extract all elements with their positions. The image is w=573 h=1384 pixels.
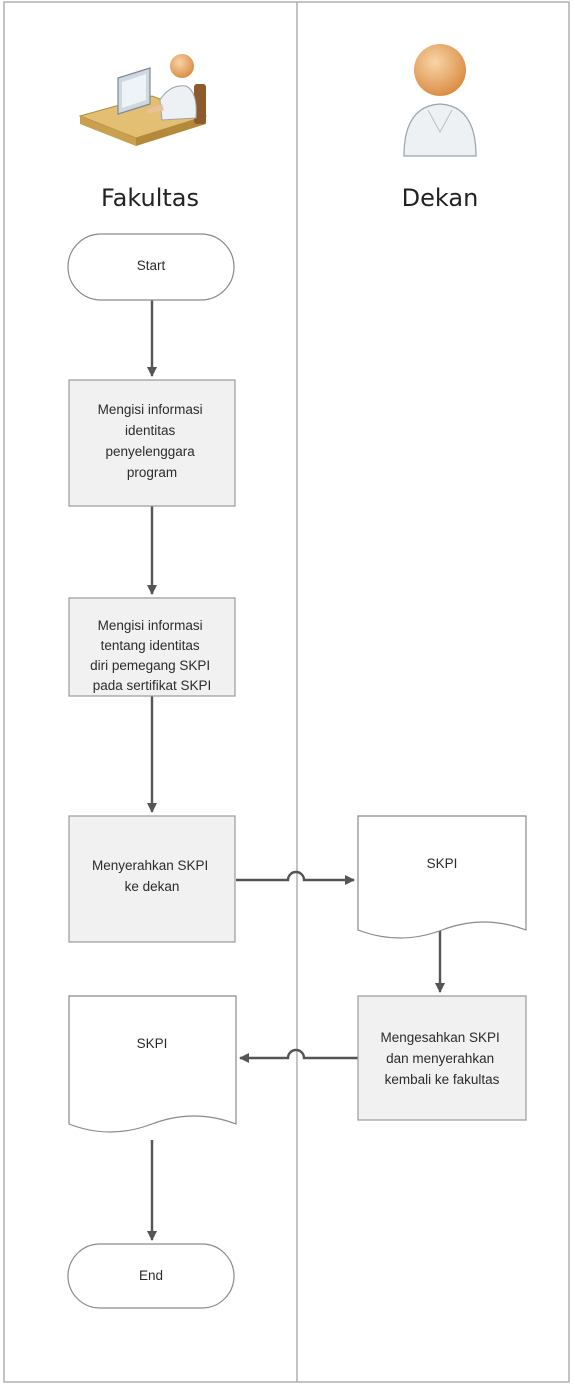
node-label-line: Mengisi informasi (98, 402, 203, 417)
node-label-line: Mengisi informasi (98, 618, 203, 633)
lane-title-fakultas: Fakultas (101, 184, 199, 212)
node-label-line: dan menyerahkan (386, 1051, 494, 1066)
node-label: SKPI (137, 1036, 168, 1051)
diagram-border (3, 1, 570, 1383)
node-label-line: penyelenggara (105, 444, 195, 459)
lane-dekan: Dekan (402, 44, 479, 212)
process-isi-identitas-diri: Mengisi informasi tentang identitas diri… (68, 597, 236, 697)
node-label: SKPI (427, 856, 458, 871)
svg-text:Start: Start (137, 258, 166, 273)
document-skpi-fakultas: SKPI (68, 995, 237, 1133)
node-label-line: kembali ke fakultas (385, 1072, 500, 1087)
lane-fakultas: Fakultas (78, 54, 208, 212)
svg-text:Mengisi informasi iden: Mengisi informasi identitas penyelenggar… (98, 402, 207, 480)
node-label: Start (137, 258, 166, 273)
node-label: End (139, 1268, 163, 1283)
swimlane-frame (3, 1, 570, 1383)
node-label-line: Mengesahkan SKPI (380, 1030, 499, 1045)
person-avatar-icon (403, 44, 477, 157)
end-terminator: End (67, 1243, 235, 1309)
process-sahkan-skpi: Mengesahkan SKPI dan menyerahkan kembali… (357, 995, 527, 1121)
svg-text:Mengisi informasi tent: Mengisi informasi tentang identitas diri… (90, 618, 214, 693)
office-worker-at-desk-icon (78, 54, 208, 146)
svg-text:Menyerahkan SKPI ke de: Menyerahkan SKPI ke dekan (92, 858, 212, 894)
document-skpi-dekan: SKPI (357, 815, 527, 939)
node-label-line: diri pemegang SKPI (90, 658, 210, 673)
node-label-line: program (127, 465, 177, 480)
svg-text:Mengesahkan SKPI dan m: Mengesahkan SKPI dan menyerahkan kembali… (380, 1030, 503, 1087)
connector-process4-to-doc-fakultas (239, 1048, 358, 1063)
process-isi-identitas-penyelenggara: Mengisi informasi identitas penyelenggar… (68, 379, 236, 507)
svg-text:SKPI: SKPI (137, 1036, 168, 1051)
node-label-line: tentang identitas (101, 638, 200, 653)
svg-text:SKPI: SKPI (427, 856, 458, 871)
connectors (147, 300, 445, 1241)
process-serahkan-skpi: Menyerahkan SKPI ke dekan (68, 815, 236, 943)
start-terminator: Start (67, 233, 235, 301)
connector-process3-to-doc-dekan (236, 870, 355, 885)
lane-title-dekan: Dekan (402, 184, 479, 212)
node-label-line: pada sertifikat SKPI (93, 678, 212, 693)
node-label-line: identitas (125, 423, 176, 438)
node-label-line: ke dekan (125, 879, 180, 894)
svg-text:End: End (139, 1268, 163, 1283)
flow-nodes: Start Mengisi informasi identitas penyel… (67, 233, 527, 1309)
node-label-line: Menyerahkan SKPI (92, 858, 208, 873)
